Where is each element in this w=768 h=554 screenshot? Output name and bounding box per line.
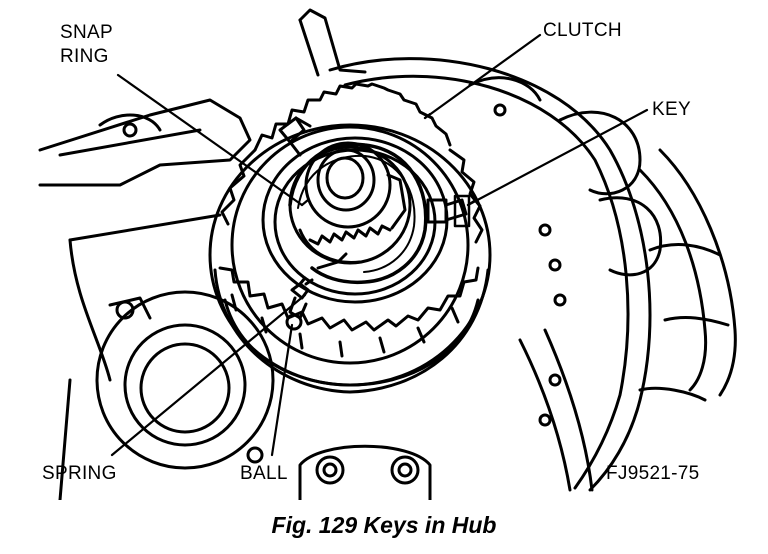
leader-ball: [270, 323, 294, 457]
transfer-case-illustration: [38, 8, 737, 502]
clutch-gear-assembly: [208, 82, 492, 394]
leader-snap-ring: [116, 73, 304, 207]
label-ball: BALL: [240, 463, 288, 484]
label-figure-code: FJ9521-75: [606, 463, 700, 484]
figure-caption: Fig. 129 Keys in Hub: [271, 512, 497, 538]
label-snap-ring-line2: RING: [60, 46, 109, 67]
label-clutch: CLUTCH: [543, 20, 622, 41]
label-snap-ring-line1: SNAP: [60, 22, 113, 43]
leader-key: [466, 108, 649, 207]
case-housing: [38, 8, 737, 502]
label-key: KEY: [652, 99, 691, 120]
leader-spring: [110, 293, 307, 457]
leader-lines: [110, 33, 649, 457]
label-spring: SPRING: [42, 463, 117, 484]
leader-clutch: [423, 33, 542, 120]
